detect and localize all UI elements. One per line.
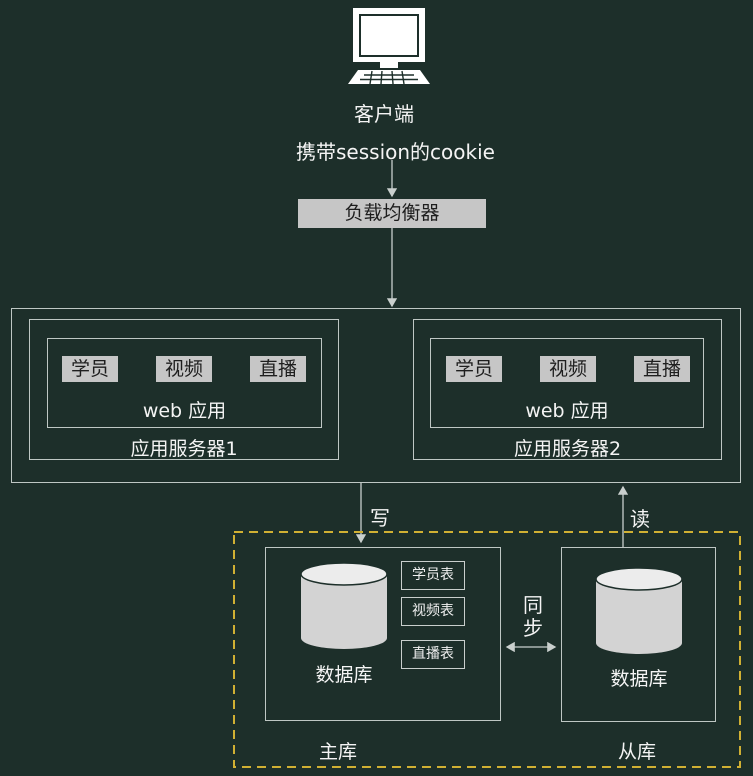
module-student-1: 学员 [62, 356, 118, 382]
table-student: 学员表 [401, 561, 465, 590]
server-cluster [11, 308, 741, 483]
module-live-2: 直播 [634, 356, 690, 382]
database-group-border [233, 531, 741, 768]
load-balancer: 负载均衡器 [298, 199, 486, 228]
web-app-1 [47, 338, 322, 428]
app-server-1 [29, 319, 339, 460]
sync-label-line1: 同 [523, 593, 543, 617]
table-video: 视频表 [401, 597, 465, 626]
module-video-1: 视频 [156, 356, 212, 382]
write-label: 写 [370, 506, 390, 530]
slave-db-label: 数据库 [610, 668, 668, 690]
sync-label-line2: 步 [523, 616, 543, 640]
app-server-label-1: 应用服务器1 [130, 438, 238, 460]
web-app-2 [430, 338, 704, 428]
web-app-label-1: web 应用 [142, 400, 227, 422]
app-server-2 [413, 319, 722, 460]
master-db-icon [300, 562, 388, 650]
slave-label: 从库 [618, 741, 657, 763]
cookie-label: 携带session的cookie [296, 140, 495, 164]
module-video-2: 视频 [540, 356, 596, 382]
master-db-label: 数据库 [315, 664, 373, 686]
app-server-label-2: 应用服务器2 [513, 438, 622, 460]
computer-icon [344, 6, 434, 88]
module-student-2: 学员 [446, 356, 502, 382]
read-label: 读 [630, 507, 650, 531]
web-app-label-2: web 应用 [525, 400, 609, 422]
module-live-1: 直播 [250, 356, 306, 382]
slave-db-box [561, 547, 716, 722]
master-db-box [265, 547, 501, 721]
slave-db-icon [595, 567, 683, 655]
client-label: 客户端 [354, 102, 414, 126]
master-label: 主库 [319, 741, 358, 763]
table-live: 直播表 [401, 640, 465, 669]
